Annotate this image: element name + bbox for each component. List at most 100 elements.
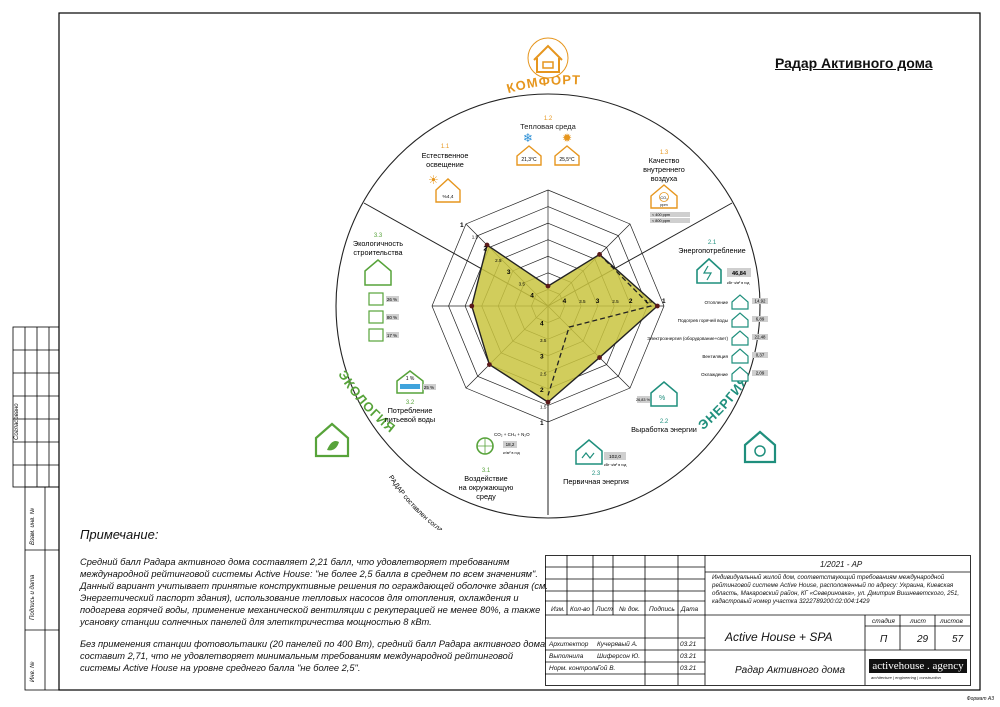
stamp-description: Индивидуальный жилой дом, соответствующи… bbox=[712, 574, 960, 605]
sun-icon: ☀ bbox=[428, 173, 439, 187]
svg-text:21,3°C: 21,3°C bbox=[521, 157, 537, 163]
criterion-2-3: 102,0 кВт·ч/м² в год 2.3 Первичная энерг… bbox=[563, 439, 629, 486]
stamp-role-1: Архитектор bbox=[549, 641, 589, 648]
note-title: Примечание: bbox=[80, 527, 159, 542]
energy-item-label: Электроэнергия (оборудование+свет) bbox=[647, 336, 728, 341]
svg-text:25 %: 25 % bbox=[424, 385, 434, 390]
criterion-1-1: 1.1 Естественное освещение ☀ %4,4 bbox=[422, 144, 469, 203]
svg-text:< 800 ppm: < 800 ppm bbox=[652, 219, 670, 223]
energy-item-value: 22,48 bbox=[755, 335, 767, 340]
radar-vertex-c23 bbox=[545, 399, 551, 405]
svg-text:кВт·ч/м² в год: кВт·ч/м² в год bbox=[727, 281, 750, 285]
stamp-name-2: Шиферсон Ю. bbox=[597, 653, 641, 660]
scale-label: 1.5 bbox=[645, 299, 652, 304]
side-label-sign-date: Подпись и дата bbox=[30, 574, 36, 620]
criterion-3-1: CO₂ + CH₄ + N₂O 18,2 кг/м² в год 3.1 Воз… bbox=[459, 432, 530, 501]
scale-label: 2 bbox=[540, 387, 544, 394]
side-label-inv-orig: Инв. № bbox=[30, 661, 36, 682]
radar-vertex-c31 bbox=[487, 362, 492, 367]
energy-house-icon bbox=[743, 430, 777, 464]
svg-text:3.1: 3.1 bbox=[482, 468, 491, 474]
sun-icon: ✹ bbox=[562, 131, 572, 145]
radar-vertex-c12 bbox=[545, 283, 551, 289]
svg-text:2.1: 2.1 bbox=[708, 240, 717, 246]
scale-label: 3 bbox=[596, 298, 600, 305]
energy-item-icon bbox=[731, 294, 749, 310]
svg-text:CO₂: CO₂ bbox=[660, 196, 668, 200]
title-block bbox=[545, 555, 971, 686]
svg-text:2.2: 2.2 bbox=[660, 419, 669, 425]
stamp-date-2: 03.21 bbox=[680, 653, 697, 660]
side-label-inv-replace: Взам. инв. № bbox=[30, 507, 36, 545]
comfort-house-icon bbox=[527, 37, 569, 79]
stamp-stage: П bbox=[880, 634, 888, 645]
note-paragraph-1: Средний балл Радара активного дома соста… bbox=[80, 557, 549, 627]
radar-vertex-c21 bbox=[654, 303, 660, 309]
scale-label: 3.5 bbox=[540, 338, 547, 343]
svg-text:< 400 ppm: < 400 ppm bbox=[652, 213, 670, 217]
side-label-agreed: Согласовано bbox=[14, 403, 20, 440]
svg-text:26,83 %: 26,83 % bbox=[636, 398, 651, 402]
radar-value-polygon bbox=[471, 243, 659, 403]
side-approval-stamp bbox=[12, 326, 60, 691]
percent-icon: % bbox=[659, 395, 665, 402]
active-house-radar: 1111.51.51.52222.52.52.53333.53.53.5444 … bbox=[314, 37, 777, 530]
stamp-header-izm: Изм. bbox=[551, 606, 565, 613]
stamp-header-list: Лист bbox=[596, 606, 613, 613]
energy-item-value: 6,89 bbox=[756, 317, 765, 322]
scale-label: 3 bbox=[507, 269, 511, 276]
energy-item-icon bbox=[731, 312, 749, 328]
scale-label: 1 bbox=[540, 420, 544, 427]
scale-label: 2 bbox=[629, 298, 633, 305]
svg-text:1.3: 1.3 bbox=[660, 150, 669, 156]
scale-label: 1.5 bbox=[472, 235, 479, 240]
format-label: Формат А3 bbox=[966, 696, 994, 702]
stamp-project: Active House + SPA bbox=[725, 630, 833, 644]
stamp-role-2: Выполнила bbox=[549, 653, 584, 660]
svg-text:ЭКОЛОГИЯ: ЭКОЛОГИЯ bbox=[335, 368, 398, 436]
criterion-3-3: 3.3 Экологичность строительства 26 % 80 … bbox=[353, 233, 404, 342]
energy-item-label: Отопление bbox=[704, 300, 728, 305]
svg-text:воздуха: воздуха bbox=[651, 174, 678, 183]
svg-text:ppm: ppm bbox=[660, 203, 667, 207]
energy-item-label: Охлаждение bbox=[701, 372, 728, 377]
svg-text:Воздействие: Воздействие bbox=[464, 474, 507, 483]
svg-text:102,0: 102,0 bbox=[609, 454, 621, 460]
svg-text:25,5°C: 25,5°C bbox=[559, 157, 575, 163]
svg-text:Тепловая среда: Тепловая среда bbox=[520, 122, 577, 131]
stamp-header-sign: Подпись bbox=[649, 606, 675, 613]
energy-item-value-box bbox=[752, 316, 768, 322]
brand-logo: activehouse . agency bbox=[869, 659, 967, 673]
stamp-code: 1/2021 - АР bbox=[820, 560, 863, 569]
scale-label: 3 bbox=[540, 354, 544, 361]
scale-label: 1 bbox=[460, 222, 464, 229]
svg-text:1.1: 1.1 bbox=[441, 144, 450, 150]
criterion-2-1: 2.1 Энергопотребление 46,84 кВт·ч/м² в г… bbox=[647, 240, 768, 382]
stamp-header-kol: Кол-во bbox=[570, 606, 590, 613]
radar-vertex-c22 bbox=[597, 355, 602, 360]
stamp-date-3: 03.21 bbox=[680, 665, 697, 672]
svg-text:3.2: 3.2 bbox=[406, 400, 415, 406]
scale-label: 4 bbox=[540, 321, 544, 328]
energy-item-icon bbox=[731, 366, 749, 382]
scale-label: 1.5 bbox=[540, 404, 547, 409]
radar-vertex-dots bbox=[469, 242, 660, 405]
svg-text:на окружающую: на окружающую bbox=[459, 483, 514, 492]
svg-text:Экологичность: Экологичность bbox=[353, 239, 403, 248]
category-ecology: ЭКОЛОГИЯ bbox=[335, 368, 397, 436]
criterion-3-2: 1 % 25 % 3.2 Потребление питьевой воды bbox=[385, 370, 436, 424]
svg-text:1 %: 1 % bbox=[406, 376, 415, 382]
svg-text:внутреннего: внутреннего bbox=[643, 165, 685, 174]
scale-label: 2.5 bbox=[540, 371, 547, 376]
svg-text:1.2: 1.2 bbox=[544, 116, 553, 122]
scale-label: 2.5 bbox=[495, 258, 502, 263]
stamp-sheets-label: листов bbox=[940, 618, 963, 625]
svg-text:Естественное: Естественное bbox=[422, 151, 469, 160]
radar-vertex-c32 bbox=[469, 303, 475, 309]
snowflake-icon: ❄ bbox=[523, 131, 533, 145]
stamp-drawing-name: Радар Активного дома bbox=[735, 665, 846, 676]
ecology-house-icon bbox=[314, 422, 350, 458]
svg-text:кВт·ч/м² в год: кВт·ч/м² в год bbox=[604, 463, 627, 467]
